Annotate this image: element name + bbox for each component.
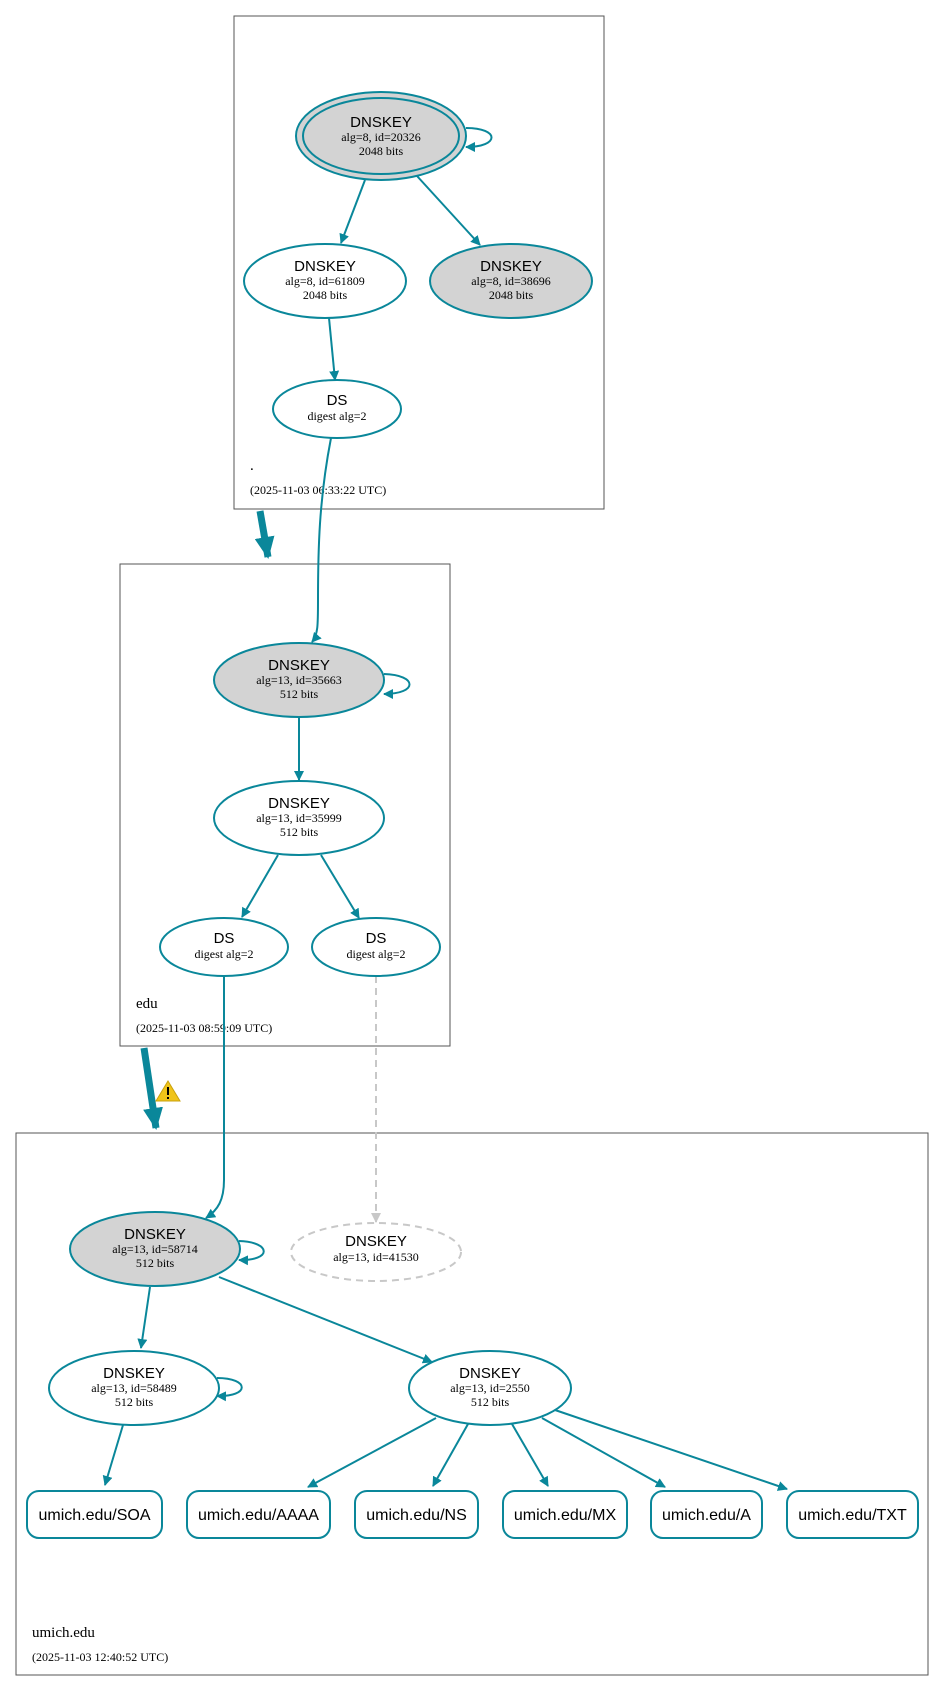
delegation-arrow-root-edu — [254, 510, 275, 559]
svg-text:2048 bits: 2048 bits — [489, 288, 534, 302]
dnskey-node-edu-35999: DNSKEY alg=13, id=35999 512 bits — [213, 780, 385, 856]
zone-umich: umich.edu (2025-11-03 12:40:52 UTC) — [15, 1132, 929, 1676]
ds-node-root: DS digest alg=2 — [272, 379, 402, 439]
svg-text:alg=13, id=35663: alg=13, id=35663 — [256, 673, 342, 687]
zone-root: . (2025-11-03 06:33:22 UTC) — [233, 15, 605, 510]
rrset-node-ns: umich.edu/NS — [354, 1490, 479, 1539]
svg-text:digest alg=2: digest alg=2 — [307, 409, 366, 423]
edge-umich-zsk-aaaa — [307, 1417, 437, 1488]
svg-text:512 bits: 512 bits — [136, 1256, 175, 1270]
edge-edu-zsk-ds2 — [320, 854, 360, 919]
svg-text:DNSKEY: DNSKEY — [480, 258, 542, 275]
dnskey-node-root-61809: DNSKEY alg=8, id=61809 2048 bits — [243, 243, 407, 319]
rrset-node-mx: umich.edu/MX — [502, 1490, 628, 1539]
svg-text:2048 bits: 2048 bits — [359, 144, 404, 158]
zone-umich-timestamp: (2025-11-03 12:40:52 UTC) — [32, 1650, 168, 1664]
svg-text:alg=13, id=58714: alg=13, id=58714 — [112, 1242, 198, 1256]
edge-umich-k2-soa — [102, 1424, 124, 1486]
edge-edu-zsk-ds1 — [241, 854, 279, 918]
svg-text:alg=8, id=61809: alg=8, id=61809 — [285, 274, 365, 288]
dnskey-node-edu-35663: DNSKEY alg=13, id=35663 512 bits — [213, 642, 385, 718]
rrset-node-aaaa: umich.edu/AAAA — [186, 1490, 331, 1539]
ds-node-edu-1: DS digest alg=2 — [159, 917, 289, 977]
zone-edu-name: edu — [136, 996, 158, 1012]
edge-edu-ds1-umich-ksk — [205, 976, 226, 1219]
svg-text:DNSKEY: DNSKEY — [459, 1365, 521, 1382]
zone-umich-name: umich.edu — [32, 1625, 95, 1641]
zone-edu: edu (2025-11-03 08:59:09 UTC) — [119, 563, 451, 1047]
edge-root-ksk-k3 — [416, 175, 481, 246]
svg-text:DS: DS — [366, 930, 387, 947]
svg-text:DNSKEY: DNSKEY — [103, 1365, 165, 1382]
dnskey-node-root-20326: DNSKEY alg=8, id=20326 2048 bits — [295, 91, 467, 181]
rrset-node-soa: umich.edu/SOA — [26, 1490, 163, 1539]
edge-root-ksk-self — [465, 127, 493, 152]
zone-edu-timestamp: (2025-11-03 08:59:09 UTC) — [136, 1021, 272, 1035]
rrset-node-a: umich.edu/A — [650, 1490, 763, 1539]
svg-text:alg=8, id=38696: alg=8, id=38696 — [471, 274, 551, 288]
svg-text:alg=13, id=2550: alg=13, id=2550 — [450, 1381, 530, 1395]
edge-umich-zsk-mx — [511, 1423, 549, 1487]
svg-text:DNSKEY: DNSKEY — [345, 1233, 407, 1250]
rrset-node-txt: umich.edu/TXT — [786, 1490, 919, 1539]
dnskey-node-umich-2550: DNSKEY alg=13, id=2550 512 bits — [408, 1350, 572, 1426]
edge-umich-ksk-k2 — [137, 1286, 151, 1349]
svg-text:512 bits: 512 bits — [280, 687, 319, 701]
ds-node-edu-2: DS digest alg=2 — [311, 917, 441, 977]
edge-root-ds-edu-ksk — [311, 437, 332, 643]
svg-text:umich.edu/MX: umich.edu/MX — [514, 1507, 617, 1524]
edge-root-ksk-zsk — [339, 179, 366, 244]
svg-text:alg=13, id=41530: alg=13, id=41530 — [333, 1250, 419, 1264]
svg-text:umich.edu/NS: umich.edu/NS — [366, 1507, 467, 1524]
edge-edu-ksk-self — [383, 673, 411, 699]
zone-root-name: . — [250, 458, 254, 474]
edge-umich-zsk-ns — [432, 1423, 469, 1487]
svg-text:DNSKEY: DNSKEY — [350, 114, 412, 131]
svg-text:umich.edu/AAAA: umich.edu/AAAA — [198, 1507, 319, 1524]
dnskey-node-umich-41530-missing: DNSKEY alg=13, id=41530 — [290, 1222, 462, 1282]
edge-umich-zsk-txt — [554, 1409, 788, 1491]
svg-text:DNSKEY: DNSKEY — [268, 795, 330, 812]
svg-text:digest alg=2: digest alg=2 — [346, 947, 405, 961]
svg-text:DS: DS — [327, 392, 348, 409]
edge-umich-zsk-a — [541, 1417, 666, 1488]
svg-text:alg=13, id=58489: alg=13, id=58489 — [91, 1381, 177, 1395]
svg-text:umich.edu/A: umich.edu/A — [662, 1507, 751, 1524]
svg-text:DNSKEY: DNSKEY — [294, 258, 356, 275]
dnskey-node-root-38696: DNSKEY alg=8, id=38696 2048 bits — [429, 243, 593, 319]
dnskey-node-umich-58489: DNSKEY alg=13, id=58489 512 bits — [48, 1350, 220, 1426]
svg-text:DNSKEY: DNSKEY — [268, 657, 330, 674]
warning-triangle-icon — [155, 1080, 181, 1102]
svg-text:512 bits: 512 bits — [471, 1395, 510, 1409]
edge-umich-k2-self — [216, 1377, 243, 1402]
dnskey-node-umich-58714: DNSKEY alg=13, id=58714 512 bits — [69, 1211, 241, 1287]
svg-text:2048 bits: 2048 bits — [303, 288, 348, 302]
svg-text:alg=13, id=35999: alg=13, id=35999 — [256, 811, 342, 825]
svg-text:512 bits: 512 bits — [115, 1395, 154, 1409]
edge-umich-ksk-self — [238, 1240, 265, 1266]
zone-root-timestamp: (2025-11-03 06:33:22 UTC) — [250, 483, 386, 497]
edge-root-zsk-ds — [328, 317, 340, 381]
svg-text:umich.edu/TXT: umich.edu/TXT — [798, 1507, 907, 1524]
svg-text:DS: DS — [214, 930, 235, 947]
svg-text:alg=8, id=20326: alg=8, id=20326 — [341, 130, 421, 144]
delegation-arrow-edu-umich — [140, 1047, 163, 1130]
edge-umich-ksk-zsk — [218, 1276, 433, 1364]
svg-text:DNSKEY: DNSKEY — [124, 1226, 186, 1243]
svg-text:512 bits: 512 bits — [280, 825, 319, 839]
svg-text:umich.edu/SOA: umich.edu/SOA — [38, 1507, 150, 1524]
svg-text:digest alg=2: digest alg=2 — [194, 947, 253, 961]
